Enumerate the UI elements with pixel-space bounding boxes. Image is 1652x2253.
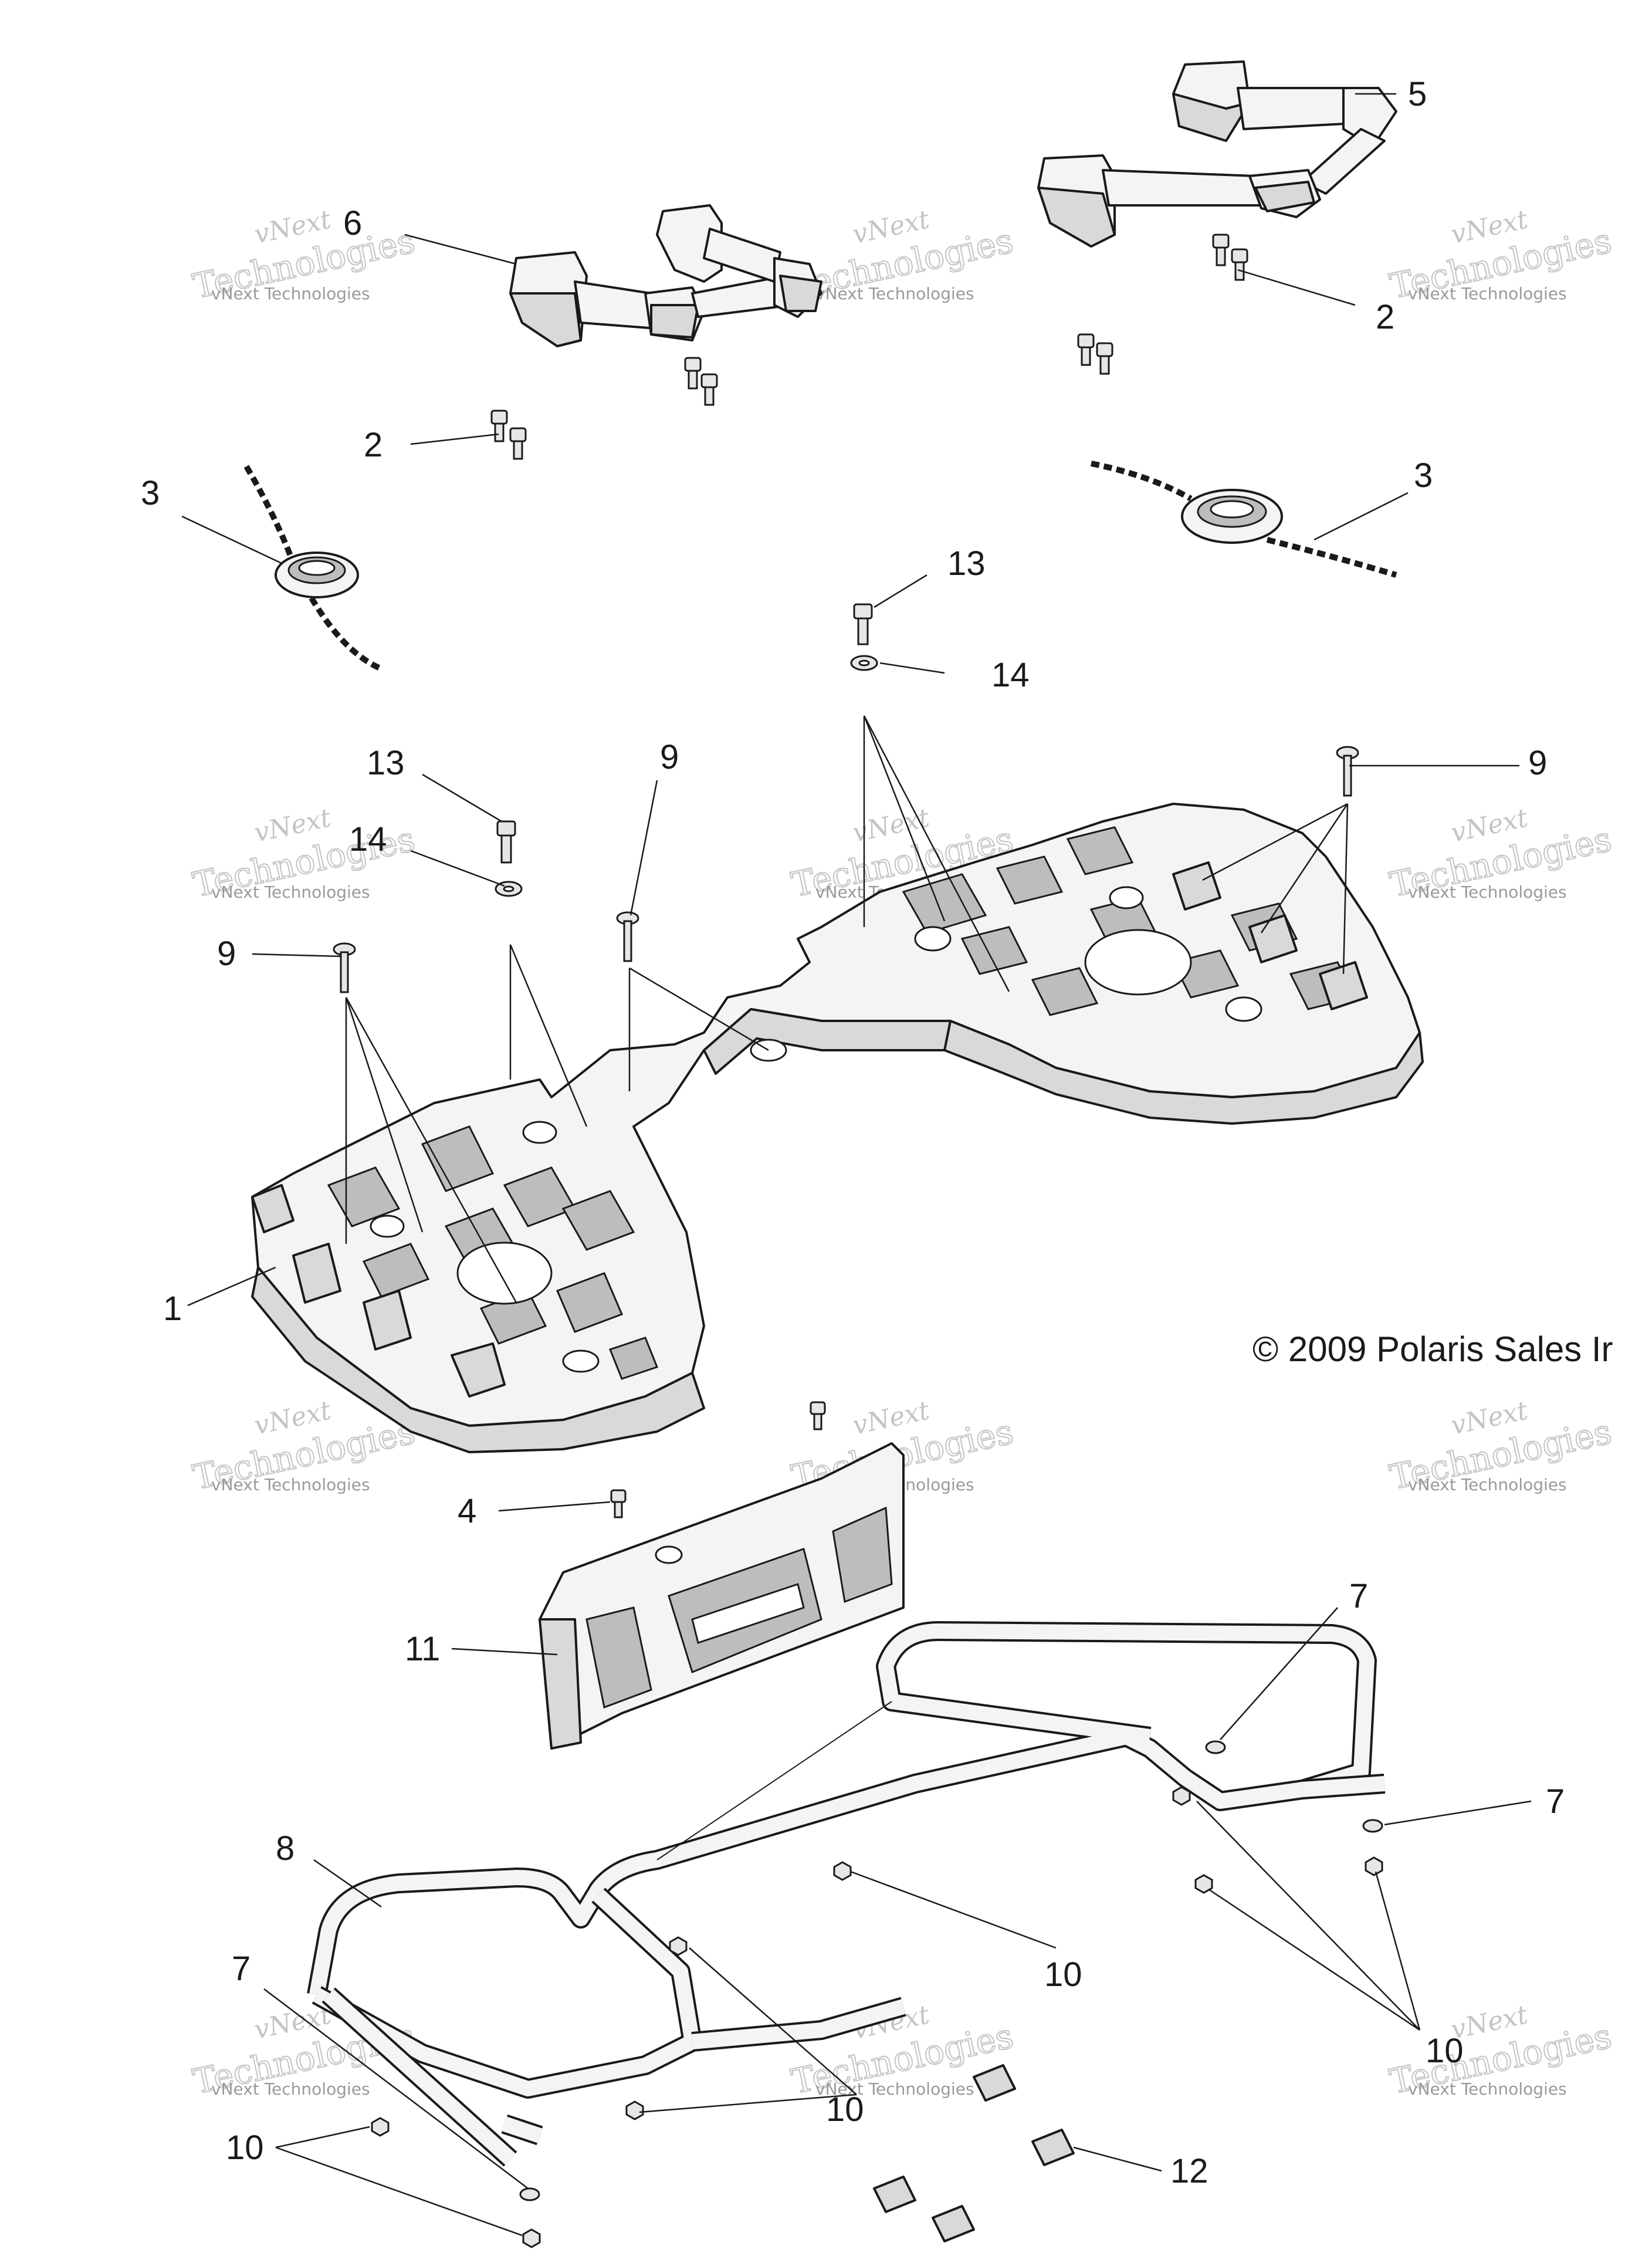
leader-lines <box>181 93 1532 2237</box>
part-10-nut <box>371 2117 390 2137</box>
part-7-nut <box>1362 1819 1383 1833</box>
part-10-nut <box>1365 1856 1383 1876</box>
screw-icon <box>684 357 718 406</box>
part-12-clip <box>873 2064 1075 2242</box>
part-3-tie-down-left <box>243 465 382 672</box>
callout-12: 12 <box>1170 2152 1208 2190</box>
part-14-washer <box>850 655 878 671</box>
callout-13: 13 <box>367 744 405 782</box>
part-10-nut <box>522 2228 541 2248</box>
watermark-caption: vNext Technologies <box>1408 284 1567 303</box>
screw-icon <box>1077 333 1113 375</box>
callout-5: 5 <box>1408 75 1427 113</box>
callout-9: 9 <box>660 738 679 776</box>
callout-10: 10 <box>226 2129 264 2167</box>
callout-7: 7 <box>1349 1577 1368 1615</box>
callout-3: 3 <box>141 474 160 512</box>
part-10-nut <box>833 1861 852 1881</box>
part-10-nut <box>1172 1786 1191 1806</box>
callout-2: 2 <box>364 426 382 464</box>
part-10-nut <box>669 1936 688 1956</box>
watermark-caption: vNext Technologies <box>815 284 974 303</box>
callout-14: 14 <box>991 656 1030 694</box>
callout-11: 11 <box>405 1630 440 1668</box>
part-1-rack <box>251 803 1424 1453</box>
watermark-caption: vNext Technologies <box>1408 2079 1567 2099</box>
callout-2: 2 <box>1376 298 1394 336</box>
part-7-nut <box>519 2187 540 2201</box>
part-9-pin <box>1336 746 1359 797</box>
watermark-caption: vNext Technologies <box>211 882 370 902</box>
watermark-caption: vNext Technologies <box>211 2079 370 2099</box>
part-11-panel <box>539 1442 905 1750</box>
part-10-nut <box>625 2100 644 2120</box>
part-13-bolt <box>853 603 873 645</box>
part-9-pin <box>616 911 639 962</box>
callout-9: 9 <box>1528 744 1547 782</box>
watermark-caption: vNext Technologies <box>211 1475 370 1494</box>
callouts: 5 6 2 2 3 3 13 14 13 14 9 9 9 1 4 11 7 7… <box>141 75 1565 2190</box>
watermarks: vNext Technologies vNext Technologies vN… <box>189 204 1616 2102</box>
callout-8: 8 <box>276 1829 294 1868</box>
callout-10: 10 <box>1044 1956 1082 1994</box>
part-7-nut <box>1205 1740 1226 1754</box>
part-13-bolt <box>496 820 516 864</box>
copyright-notice: © 2009 Polaris Sales Ir <box>1252 1330 1613 1369</box>
callout-10: 10 <box>826 2090 864 2129</box>
callout-13: 13 <box>947 544 986 583</box>
part-5-handle <box>1037 60 1397 248</box>
callout-3: 3 <box>1414 456 1433 495</box>
part-9-pin <box>333 942 356 993</box>
callout-7: 7 <box>1546 1782 1565 1821</box>
screw-icon <box>1212 234 1248 281</box>
callout-7: 7 <box>232 1950 250 1988</box>
part-4-screw <box>610 1489 627 1518</box>
callout-1: 1 <box>163 1290 182 1328</box>
part-3-tie-down-right <box>1091 461 1397 578</box>
watermark-caption: vNext Technologies <box>211 284 370 303</box>
part-2-screws <box>490 234 1248 460</box>
callout-9: 9 <box>217 935 236 973</box>
watermark-caption: vNext Technologies <box>1408 882 1567 902</box>
watermark-caption: vNext Technologies <box>1408 1475 1567 1494</box>
callout-14: 14 <box>349 820 387 858</box>
part-6-handle <box>509 204 822 347</box>
part-10-nut <box>1194 1874 1213 1894</box>
callout-10: 10 <box>1426 2032 1464 2070</box>
callout-6: 6 <box>343 204 362 242</box>
part-8-frame <box>307 1621 1386 2167</box>
screw-icon <box>490 410 527 460</box>
part-4-screw <box>810 1401 826 1430</box>
callout-4: 4 <box>458 1492 476 1530</box>
